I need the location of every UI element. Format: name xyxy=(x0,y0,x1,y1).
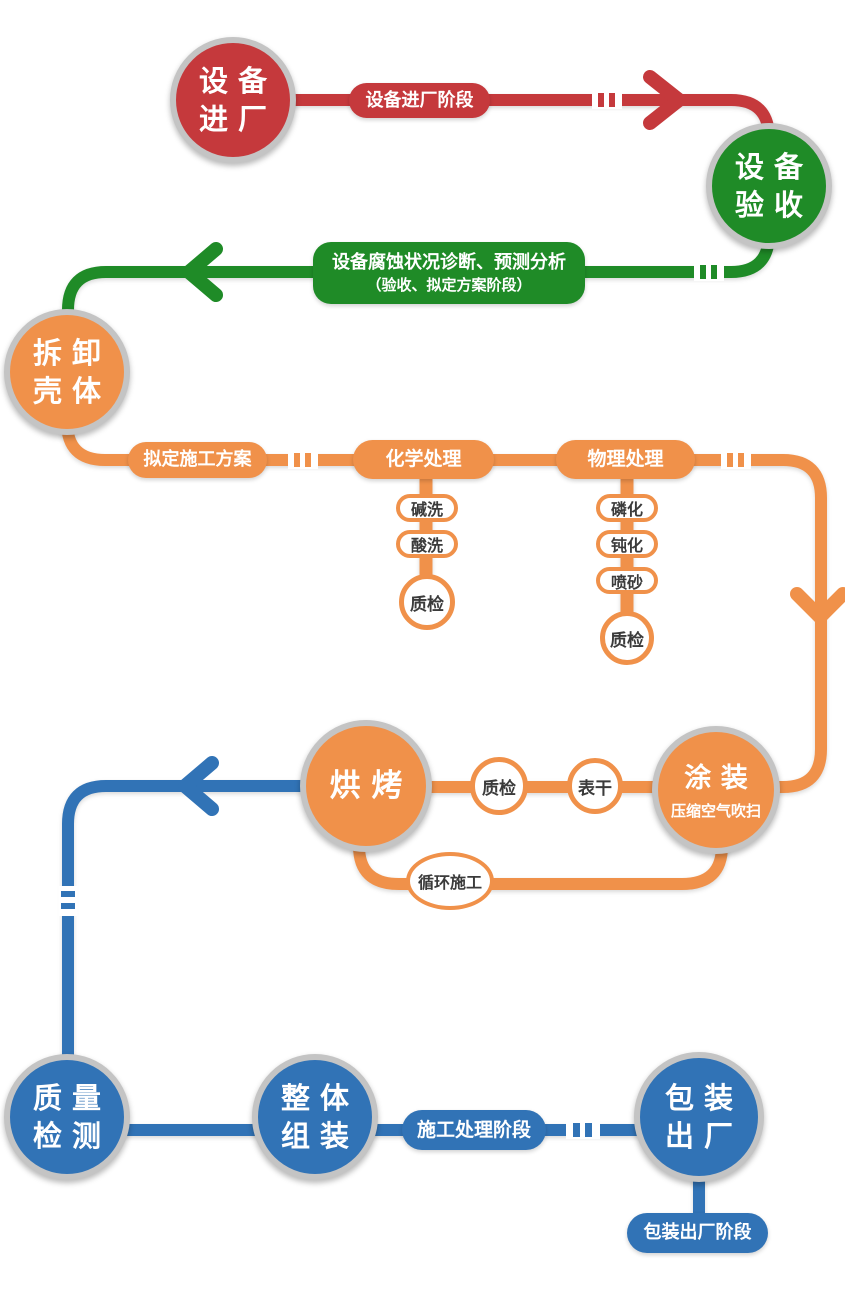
label-entry-stage: 设备进厂阶段 xyxy=(349,83,490,118)
dash-marks-orange-physical xyxy=(721,451,751,469)
node-label-line: 烘 烤 xyxy=(329,767,403,804)
line-entry-to-accept xyxy=(233,94,775,186)
step-sandblasting: 喷砂 xyxy=(596,567,658,594)
node-overall-assembly: 整 体 组 装 xyxy=(252,1054,378,1180)
step-passivation: 钝化 xyxy=(596,530,658,558)
dash-marks-red xyxy=(592,91,622,109)
node-label-line: 涂 装 xyxy=(684,763,748,795)
label-line: （验收、拟定方案阶段） xyxy=(366,276,532,295)
node-equipment-entry: 设 备 进 厂 xyxy=(170,37,296,163)
step-paint-qc: 质检 xyxy=(470,757,528,815)
node-baking: 烘 烤 xyxy=(300,720,432,852)
label-line: 设备腐蚀状况诊断、预测分析 xyxy=(332,251,566,273)
node-label-line: 出 厂 xyxy=(664,1119,734,1153)
step-cycle-construction: 循环施工 xyxy=(406,852,494,910)
node-label-line: 质 量 xyxy=(32,1080,102,1115)
step-alkali-wash: 碱洗 xyxy=(396,494,458,522)
step-surface-dry: 表干 xyxy=(567,758,623,814)
arrowhead-left-icon xyxy=(182,242,223,302)
node-label-line: 组 装 xyxy=(280,1119,350,1153)
node-quality-testing: 质 量 检 测 xyxy=(4,1054,130,1180)
line-cycle-loop xyxy=(353,840,728,890)
arrowhead-down-icon xyxy=(790,587,845,624)
dash-marks-orange-plan xyxy=(288,451,318,469)
label-construction-stage: 施工处理阶段 xyxy=(402,1110,546,1150)
node-equipment-acceptance: 设 备 验 收 xyxy=(706,123,832,249)
step-physical-qc: 质检 xyxy=(600,611,654,665)
node-sublabel: 压缩空气吹扫 xyxy=(670,801,761,820)
node-label-line: 整 体 xyxy=(280,1080,350,1115)
node-label-line: 设 备 xyxy=(734,149,804,184)
label-packaging-stage: 包装出厂阶段 xyxy=(627,1213,768,1253)
step-chemical-qc: 质检 xyxy=(399,574,455,630)
step-acid-wash: 酸洗 xyxy=(396,530,458,558)
dash-marks-blue-packaging xyxy=(566,1121,600,1139)
label-chemical-treatment: 化学处理 xyxy=(353,440,494,479)
node-disassemble-shell: 拆 卸 壳 体 xyxy=(4,309,130,435)
node-label-line: 拆 卸 xyxy=(32,335,102,370)
node-packaging-shipment: 包 装 出 厂 xyxy=(634,1052,764,1182)
step-phosphating: 磷化 xyxy=(596,494,658,522)
node-painting: 涂 装 压缩空气吹扫 xyxy=(652,726,780,854)
node-label-line: 设 备 xyxy=(198,63,268,98)
node-label-line: 包 装 xyxy=(664,1080,734,1115)
label-diagnosis-stage: 设备腐蚀状况诊断、预测分析 （验收、拟定方案阶段） xyxy=(313,242,585,304)
node-label-line: 壳 体 xyxy=(32,374,102,408)
dash-marks-green xyxy=(694,263,724,281)
dash-marks-blue-vertical xyxy=(59,886,77,916)
label-physical-treatment: 物理处理 xyxy=(556,440,695,479)
label-construction-plan: 拟定施工方案 xyxy=(128,442,267,478)
line-baking-to-quality xyxy=(62,780,366,1060)
node-label-line: 验 收 xyxy=(734,188,804,222)
node-label-line: 进 厂 xyxy=(198,102,268,136)
line-disassemble-to-painting xyxy=(61,372,827,793)
node-label-line: 检 测 xyxy=(32,1119,102,1153)
arrowhead-right-icon xyxy=(643,70,686,130)
arrowhead-left2-icon xyxy=(178,756,219,816)
